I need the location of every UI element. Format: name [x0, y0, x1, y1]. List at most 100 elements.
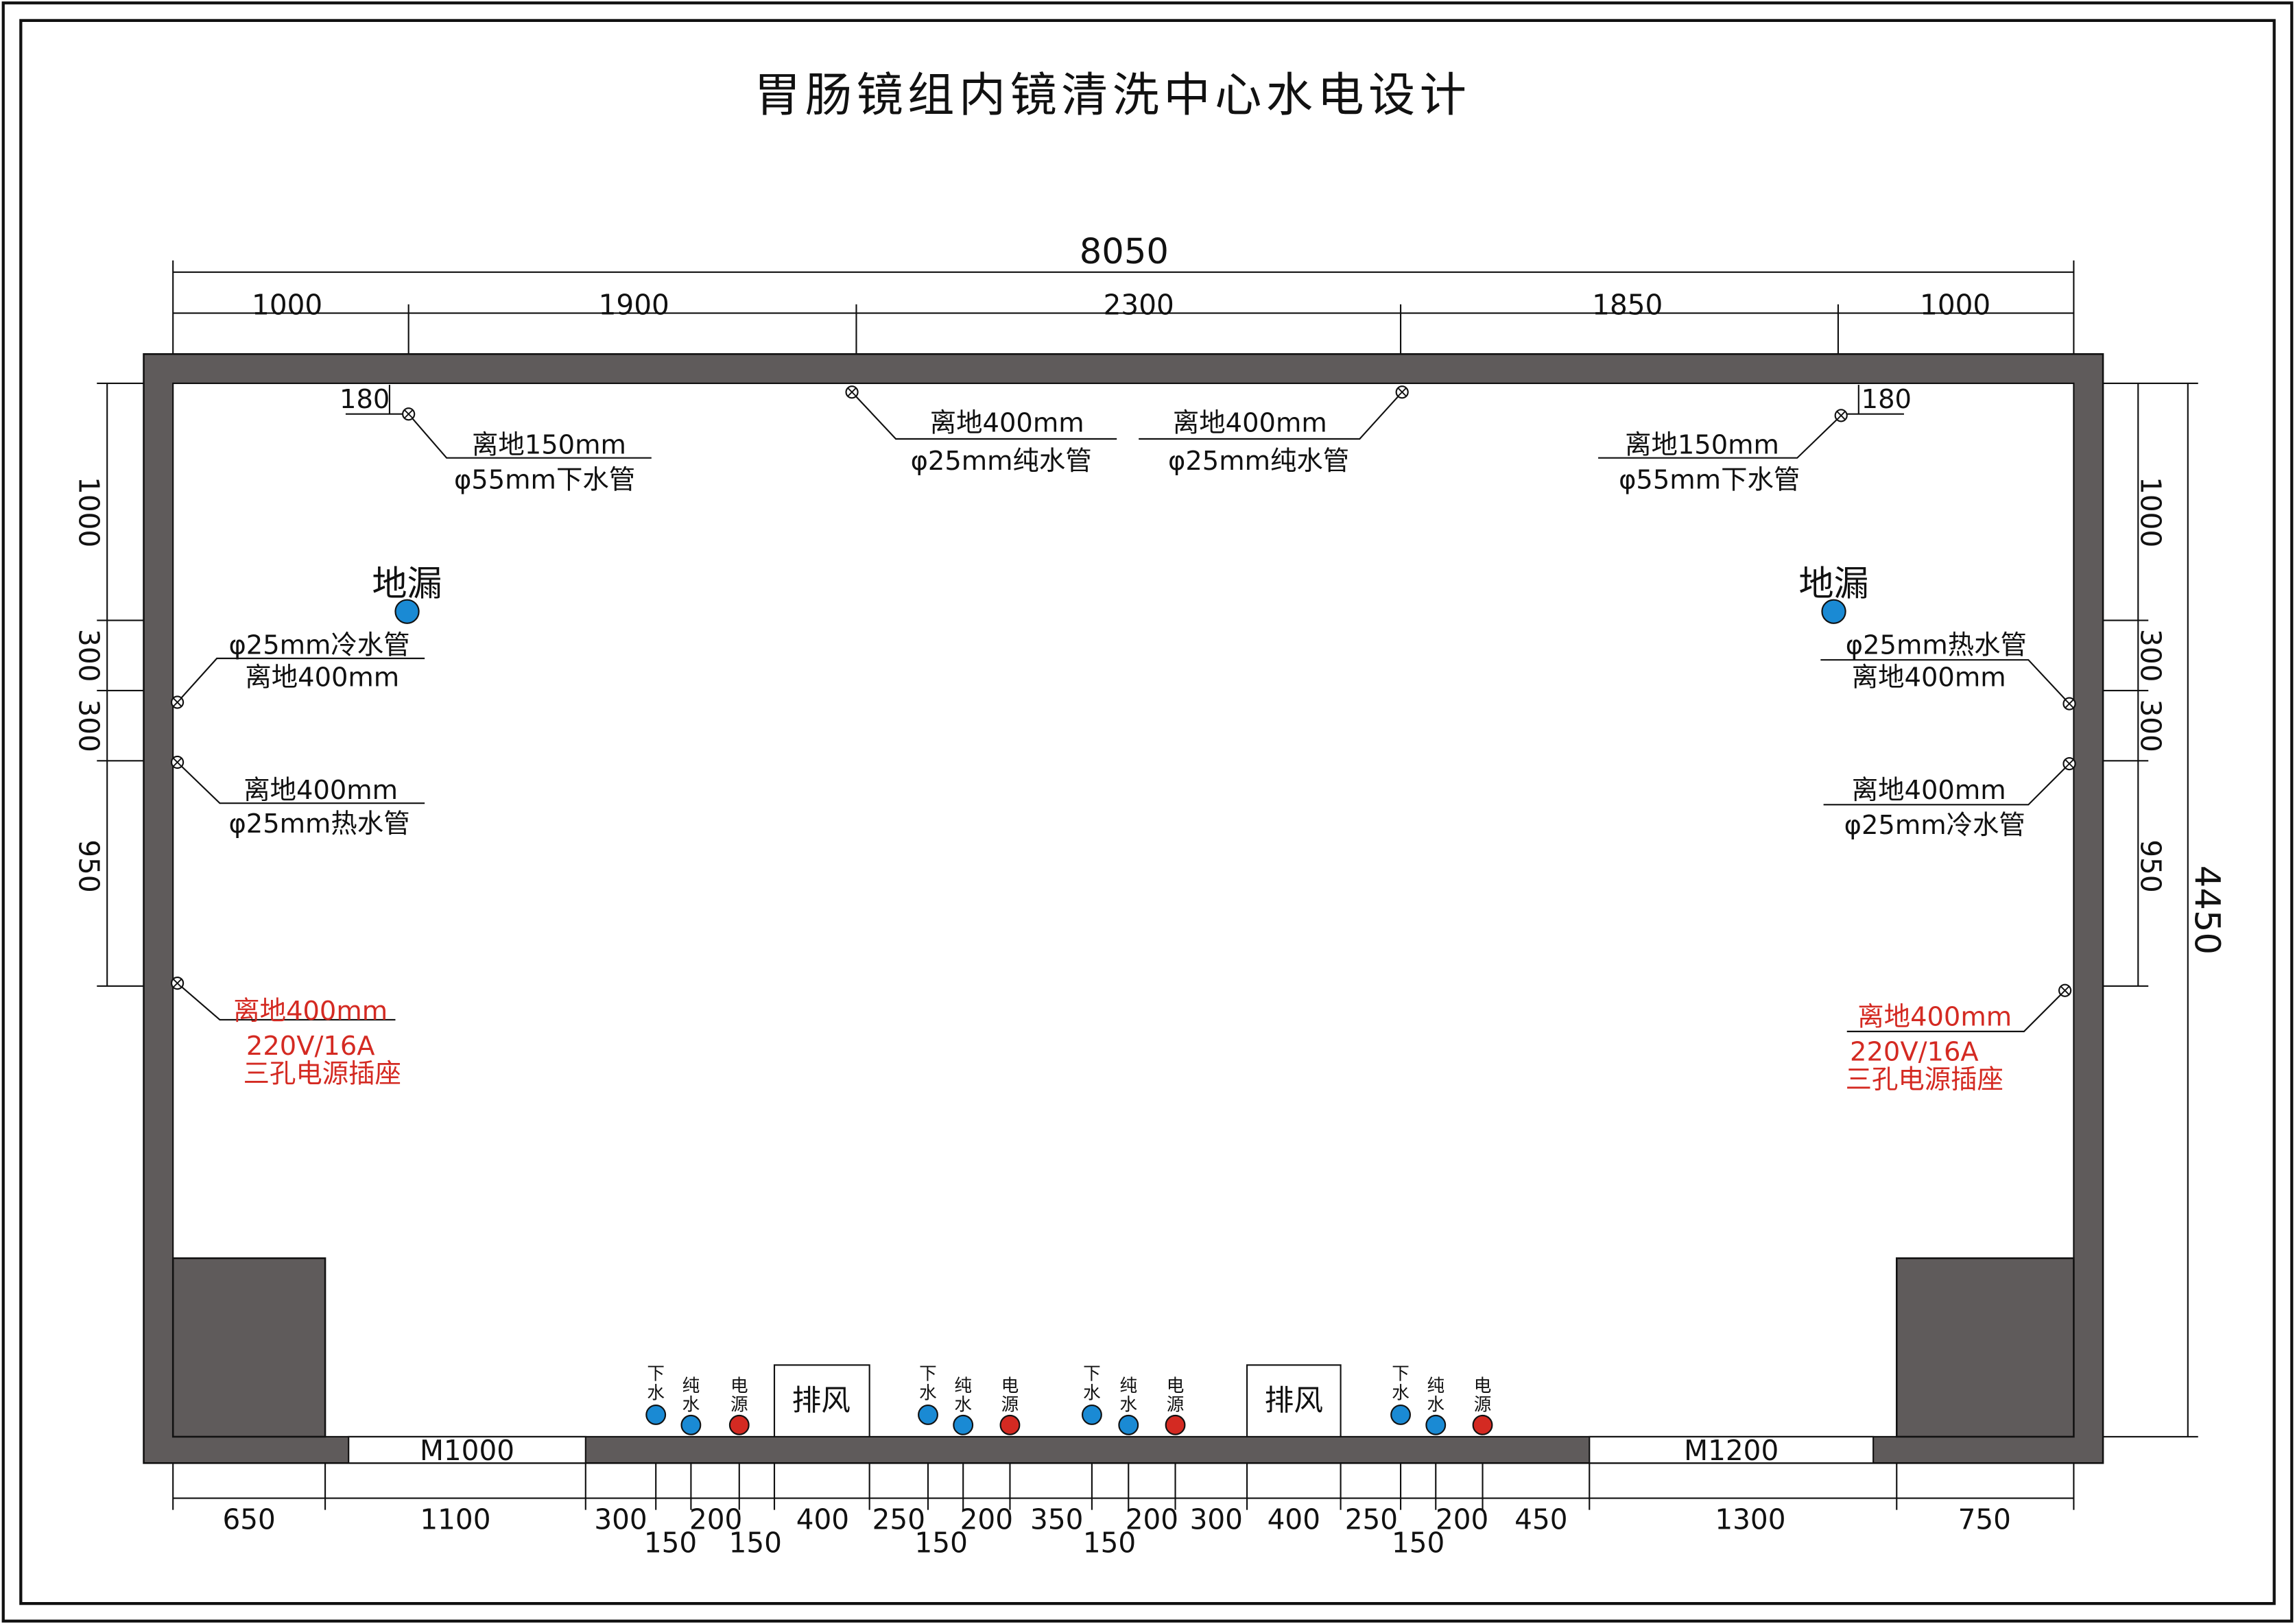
svg-text:φ25mm热水管: φ25mm热水管	[1846, 630, 2027, 661]
fixture-drain: 下水	[918, 1364, 938, 1425]
water-outlet-icon	[1118, 1414, 1139, 1435]
fixture-pure: 纯水	[1425, 1376, 1447, 1435]
fixture-label: 水	[1392, 1383, 1410, 1403]
pipe-drain-top-right: 离地150mm φ55mm下水管	[1598, 415, 1842, 496]
bottom-dimension-label: 150	[644, 1526, 697, 1559]
water-outlet-icon	[1082, 1405, 1102, 1425]
svg-text:三孔电源插座: 三孔电源插座	[1846, 1064, 2003, 1095]
fixture-label: 纯	[682, 1376, 700, 1396]
fixture-label: 纯	[1119, 1376, 1137, 1396]
floor-drain-icon	[394, 599, 420, 624]
bottom-dimension-label: 300	[1190, 1503, 1243, 1536]
fixture-label: 源	[1474, 1395, 1492, 1416]
offset-dimension-left: 180	[340, 384, 409, 415]
bottom-dimension-label: 1100	[420, 1503, 490, 1536]
fixture-label: 源	[1001, 1395, 1019, 1416]
door-m1200: M1200	[1589, 1434, 1875, 1467]
svg-text:M1200: M1200	[1684, 1434, 1779, 1467]
bottom-dimension-label: 300	[594, 1503, 647, 1536]
fixture-label: 下	[1392, 1364, 1410, 1385]
power-outlet-icon	[728, 1414, 750, 1435]
svg-text:离地400mm: 离地400mm	[930, 407, 1084, 438]
svg-text:离地150mm: 离地150mm	[472, 429, 626, 460]
bottom-dimension-label: 1300	[1715, 1503, 1785, 1536]
svg-text:1850: 1850	[1592, 289, 1663, 322]
svg-text:离地400mm: 离地400mm	[243, 775, 398, 806]
corner-block-right	[1895, 1257, 2075, 1438]
fixture-power: 电源	[728, 1376, 750, 1435]
door-m1000: M1000	[348, 1434, 586, 1467]
svg-text:4450: 4450	[2186, 865, 2227, 955]
svg-text:2300: 2300	[1104, 289, 1174, 322]
bottom-dimension-label: 250	[872, 1503, 925, 1536]
svg-text:离地150mm: 离地150mm	[1625, 429, 1779, 460]
bottom-dimension-label: 350	[1030, 1503, 1083, 1536]
svg-text:300: 300	[73, 629, 106, 682]
bottom-dimension-label: 400	[1268, 1503, 1320, 1536]
fixture-label: 源	[730, 1395, 748, 1416]
svg-text:φ55mm下水管: φ55mm下水管	[454, 465, 635, 496]
bottom-dimension-label: 400	[796, 1503, 849, 1536]
svg-text:排风: 排风	[1265, 1384, 1323, 1418]
fixture-pure: 纯水	[680, 1376, 702, 1435]
bottom-dimension-label: 450	[1514, 1503, 1567, 1536]
floor-drain-right: 地漏	[1798, 563, 1869, 624]
power-outlet-icon	[999, 1414, 1021, 1435]
fixture-label: 水	[1119, 1395, 1137, 1416]
bottom-dimension-label: 150	[1392, 1526, 1444, 1559]
water-outlet-icon	[918, 1405, 938, 1425]
exhaust-vent-2: 排风	[1246, 1364, 1342, 1437]
fixture-label: 电	[730, 1376, 748, 1396]
svg-text:φ25mm纯水管: φ25mm纯水管	[911, 446, 1092, 477]
socket-right: 离地400mm 220V/16A 三孔电源插座	[1846, 990, 2066, 1095]
inner-frame	[19, 19, 2276, 1605]
svg-text:φ25mm纯水管: φ25mm纯水管	[1168, 446, 1349, 477]
pipe-pure-top-center-right: 离地400mm φ25mm纯水管	[1139, 392, 1403, 477]
fixture-label: 水	[1083, 1383, 1101, 1403]
svg-text:1900: 1900	[599, 289, 669, 322]
svg-text:M1000: M1000	[420, 1434, 514, 1467]
fixture-drain: 下水	[645, 1364, 667, 1425]
exhaust-vent-1: 排风	[773, 1364, 870, 1437]
fixture-power: 电源	[1165, 1376, 1186, 1435]
bottom-dimension-label: 250	[1345, 1503, 1398, 1536]
svg-text:1000: 1000	[1920, 289, 1990, 322]
fixture-drain: 下水	[1390, 1364, 1411, 1425]
svg-text:950: 950	[2135, 839, 2167, 892]
bottom-dimension-label: 150	[729, 1526, 782, 1559]
fixture-pure: 纯水	[1118, 1376, 1139, 1435]
fixture-label: 水	[647, 1383, 665, 1403]
socket-left: 离地400mm 220V/16A 三孔电源插座	[176, 982, 401, 1090]
svg-text:1000: 1000	[252, 289, 322, 322]
pipe-outlet-icon	[170, 755, 185, 769]
svg-text:三孔电源插座: 三孔电源插座	[243, 1059, 401, 1090]
svg-text:离地400mm: 离地400mm	[233, 996, 388, 1027]
svg-text:300: 300	[2135, 629, 2167, 682]
fixture-label: 电	[1167, 1376, 1185, 1396]
top-dimensions: 8050 1000 1900 2300 1850 1000	[172, 231, 2075, 355]
svg-text:离地400mm: 离地400mm	[245, 662, 399, 693]
water-outlet-icon	[1390, 1405, 1411, 1425]
fixture-label: 纯	[1427, 1376, 1444, 1396]
pipe-drain-top-left: 离地150mm φ55mm下水管	[407, 414, 652, 496]
fixture-label: 电	[1474, 1376, 1492, 1396]
fixture-drain: 下水	[1082, 1364, 1102, 1425]
fixture-label: 水	[682, 1395, 700, 1416]
bottom-dimension-label: 150	[915, 1526, 968, 1559]
water-outlet-icon	[680, 1414, 702, 1435]
pipe-outlet-icon	[2058, 983, 2072, 997]
bottom-dimension-label: 650	[222, 1503, 275, 1536]
pipe-outlet-icon	[1395, 385, 1409, 399]
fixture-label: 下	[1083, 1364, 1101, 1385]
bottom-dimension-label: 200	[1436, 1503, 1488, 1536]
pipe-cold-left: φ25mm冷水管 离地400mm	[176, 630, 425, 703]
offset-dimension-right: 180	[1841, 384, 1912, 415]
svg-text:φ55mm下水管: φ55mm下水管	[1619, 465, 1800, 496]
fixture-label: 水	[919, 1383, 937, 1403]
pipe-outlet-icon	[170, 977, 185, 990]
fixture-power: 电源	[999, 1376, 1021, 1435]
left-dimensions: 1000 300 300 950	[73, 382, 144, 987]
svg-text:1000: 1000	[73, 477, 106, 547]
